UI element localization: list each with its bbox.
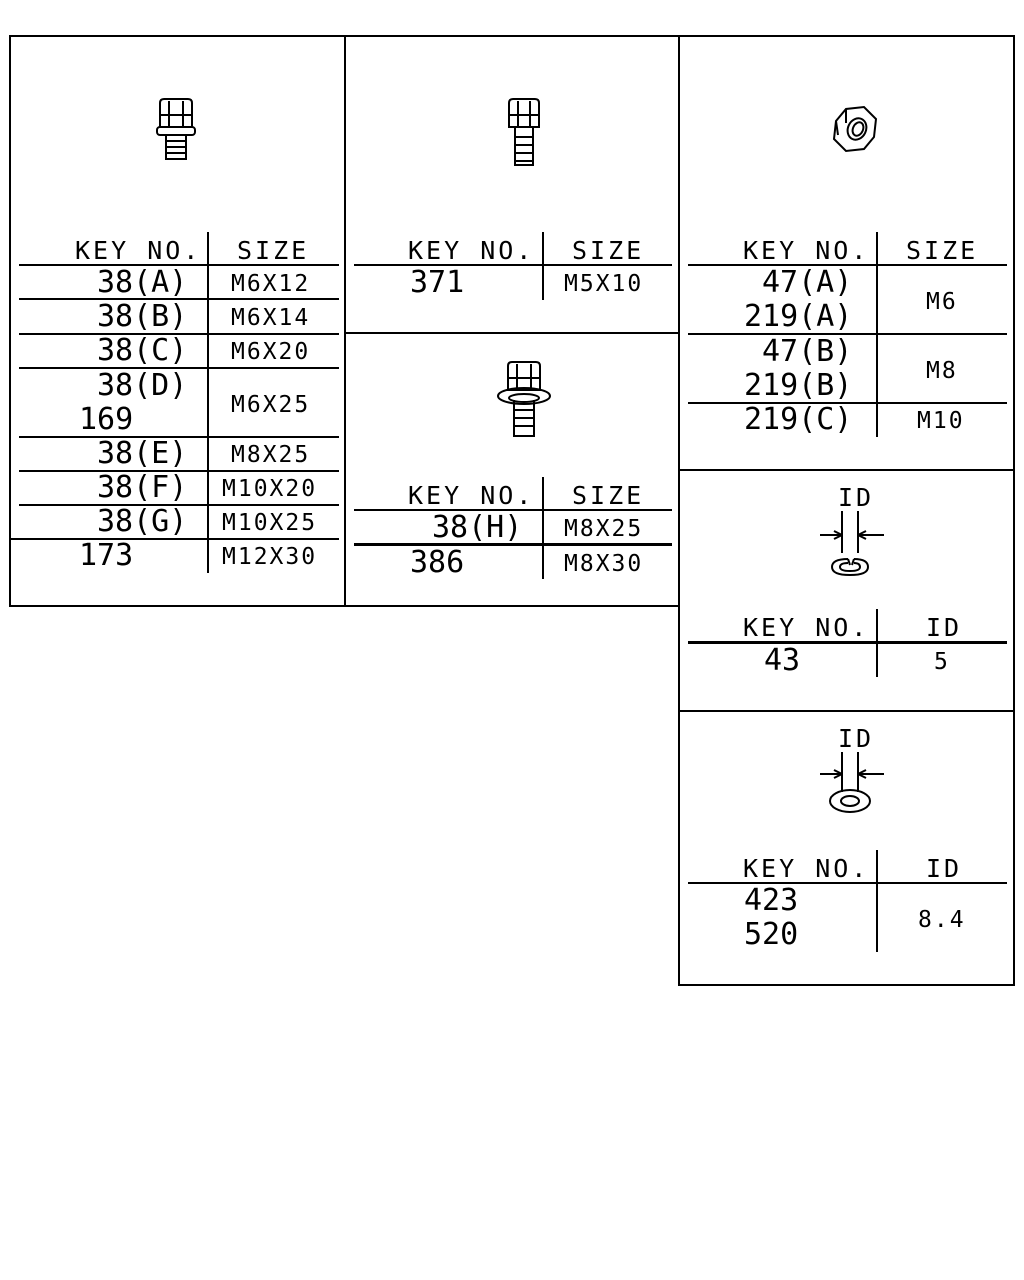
spring-washer-table: KEY NO. ID 43 5 — [688, 609, 1007, 681]
key-no-cell: 520 — [744, 917, 799, 952]
hex-bolt-table: KEY NO. SIZE 371 M5X10 — [354, 232, 672, 302]
flange-bolt-panel: KEY NO. SIZE 38(A) M6X12 38(B) M6X14 38(… — [9, 35, 346, 607]
size-cell: M8X25 — [564, 516, 644, 542]
key-no-cell: 43 — [764, 643, 801, 678]
key-no-cell: 219(A) — [744, 299, 853, 334]
size-header: SIZE — [572, 481, 645, 510]
size-cell: M8 — [926, 358, 958, 384]
id-header: ID — [926, 613, 963, 642]
size-cell: M6X20 — [231, 339, 311, 365]
key-no-cell: 38(G) — [97, 504, 188, 539]
hex-bolt-icon — [508, 98, 540, 166]
size-cell: M10X20 — [222, 476, 318, 502]
hex-nut-table: KEY NO. SIZE 47(A) 219(A) M6 47(B) 219(B… — [688, 232, 1007, 442]
size-cell: M5X10 — [564, 271, 644, 297]
size-cell: M6X14 — [231, 305, 311, 331]
key-no-cell: 38(E) — [97, 436, 188, 471]
flange-bolt-icon — [156, 98, 196, 160]
hex-nut-panel: KEY NO. SIZE 47(A) 219(A) M6 47(B) 219(B… — [678, 35, 1015, 471]
key-no-header: KEY NO. — [408, 236, 535, 265]
size-header: SIZE — [572, 236, 645, 265]
key-no-cell: 371 — [410, 265, 465, 300]
size-header: SIZE — [906, 236, 979, 265]
size-cell: M12X30 — [222, 544, 318, 570]
size-cell: M6X12 — [231, 271, 311, 297]
hex-bolt-panel: KEY NO. SIZE 371 M5X10 — [344, 35, 680, 334]
key-no-cell: 219(B) — [744, 368, 853, 403]
key-no-cell: 38(C) — [97, 333, 188, 368]
key-no-cell: 386 — [410, 545, 465, 580]
key-no-cell: 169 — [79, 402, 134, 437]
spring-washer-icon — [820, 511, 884, 577]
id-cell: 5 — [934, 649, 950, 675]
size-cell: M8X25 — [231, 442, 311, 468]
id-cell: 8.4 — [918, 907, 966, 933]
key-no-cell: 38(B) — [97, 299, 188, 334]
plain-washer-icon — [820, 752, 884, 813]
id-dimension-label: ID — [838, 724, 875, 753]
hex-nut-icon — [832, 105, 878, 153]
key-no-header: KEY NO. — [743, 236, 870, 265]
id-header: ID — [926, 854, 963, 883]
key-no-cell: 423 — [744, 883, 799, 918]
key-no-cell: 38(D) — [97, 368, 188, 403]
size-header: SIZE — [237, 236, 310, 265]
spring-washer-panel: ID KEY NO. ID 43 5 — [678, 469, 1015, 712]
key-no-cell: 173 — [79, 538, 134, 573]
size-cell: M10X25 — [222, 510, 318, 536]
key-no-header: KEY NO. — [408, 481, 535, 510]
washer-bolt-panel: KEY NO. SIZE 38(H) M8X25 386 M8X30 — [344, 332, 680, 607]
key-no-cell: 38(F) — [97, 470, 188, 505]
size-cell: M10 — [917, 408, 965, 434]
key-no-cell: 47(A) — [762, 265, 853, 300]
flange-bolt-table: KEY NO. SIZE 38(A) M6X12 38(B) M6X14 38(… — [11, 232, 339, 577]
key-no-header: KEY NO. — [743, 613, 870, 642]
key-no-cell: 38(H) — [432, 510, 523, 545]
washer-bolt-table: KEY NO. SIZE 38(H) M8X25 386 M8X30 — [354, 477, 672, 582]
key-no-header: KEY NO. — [75, 236, 202, 265]
size-cell: M6 — [926, 289, 958, 315]
key-no-header: KEY NO. — [743, 854, 870, 883]
key-no-cell: 38(A) — [97, 265, 188, 300]
id-dimension-label: ID — [838, 483, 875, 512]
washer-bolt-icon — [497, 361, 551, 437]
key-no-cell: 219(C) — [744, 402, 853, 437]
plain-washer-table: KEY NO. ID 423 520 8.4 — [688, 850, 1007, 956]
size-cell: M6X25 — [231, 392, 311, 418]
size-cell: M8X30 — [564, 551, 644, 577]
plain-washer-panel: ID KEY NO. ID 423 520 8.4 — [678, 710, 1015, 986]
key-no-cell: 47(B) — [762, 334, 853, 369]
